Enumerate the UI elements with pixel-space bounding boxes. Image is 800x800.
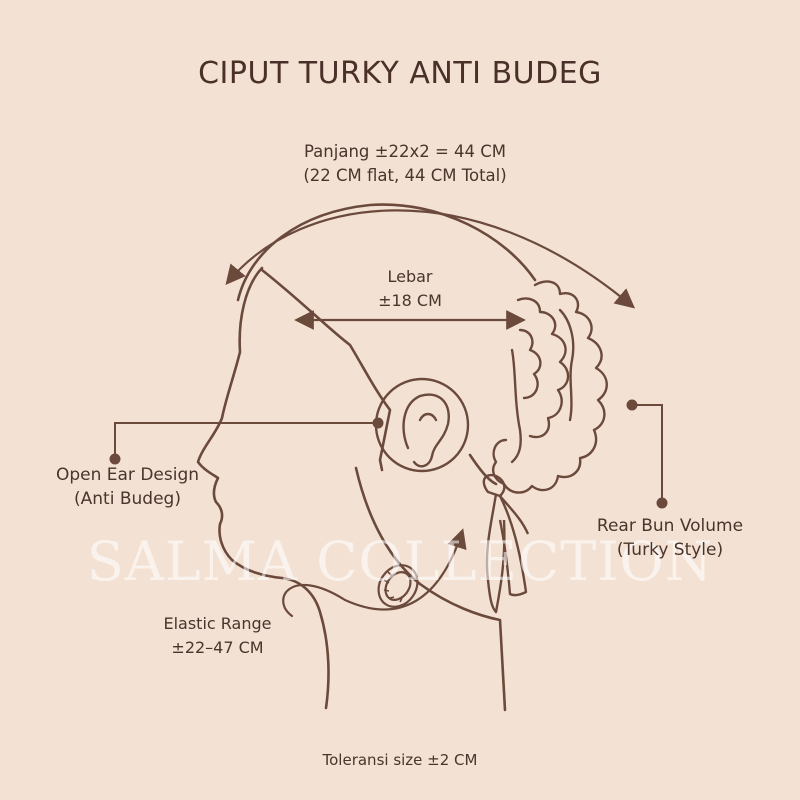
lebar-label: Lebar ±18 CM: [320, 265, 500, 313]
ear-line1: Open Ear Design: [55, 465, 200, 485]
ear-callout-label: Open Ear Design (Anti Budeg): [20, 463, 235, 511]
elastic-arrow: [282, 528, 467, 618]
bun-callout-label: Rear Bun Volume (Turky Style): [570, 514, 770, 562]
elastic-line1: Elastic Range: [163, 614, 272, 633]
lebar-line1: Lebar: [387, 267, 433, 286]
panjang-line2: (22 CM flat, 44 CM Total): [303, 166, 507, 185]
page-title: CIPUT TURKY ANTI BUDEG: [198, 56, 602, 91]
panjang-label: Panjang ±22x2 = 44 CM (22 CM flat, 44 CM…: [200, 140, 610, 188]
elastic-callout-label: Elastic Range ±22–47 CM: [130, 612, 305, 660]
panjang-line1: Panjang ±22x2 = 44 CM: [303, 142, 507, 161]
cap-back-edge: [468, 453, 498, 486]
elastic-line2: ±22–47 CM: [171, 638, 264, 657]
watermark: SALMA COLLECTION: [86, 530, 714, 593]
cap-outline: [236, 203, 537, 302]
ear-opening-circle: [374, 377, 470, 473]
tolerance-note: Toleransi size ±2 CM: [322, 751, 478, 769]
ear-line2: (Anti Budeg): [74, 489, 181, 509]
ear-leader-line: [114, 422, 378, 456]
bun-leader-line: [632, 404, 663, 500]
bun-line2: (Turky Style): [616, 540, 724, 560]
ruffle-bun-icon: [492, 280, 608, 494]
lebar-line2: ±18 CM: [378, 291, 442, 310]
panjang-arrow: [225, 209, 636, 309]
neck-cover: [354, 466, 507, 712]
bow-ribbon-icon: [482, 473, 530, 614]
bun-line1: Rear Bun Volume: [596, 516, 744, 536]
head-profile-icon: [196, 266, 330, 710]
ear-icon: [402, 393, 450, 468]
elastic-band-icon: [377, 564, 419, 608]
